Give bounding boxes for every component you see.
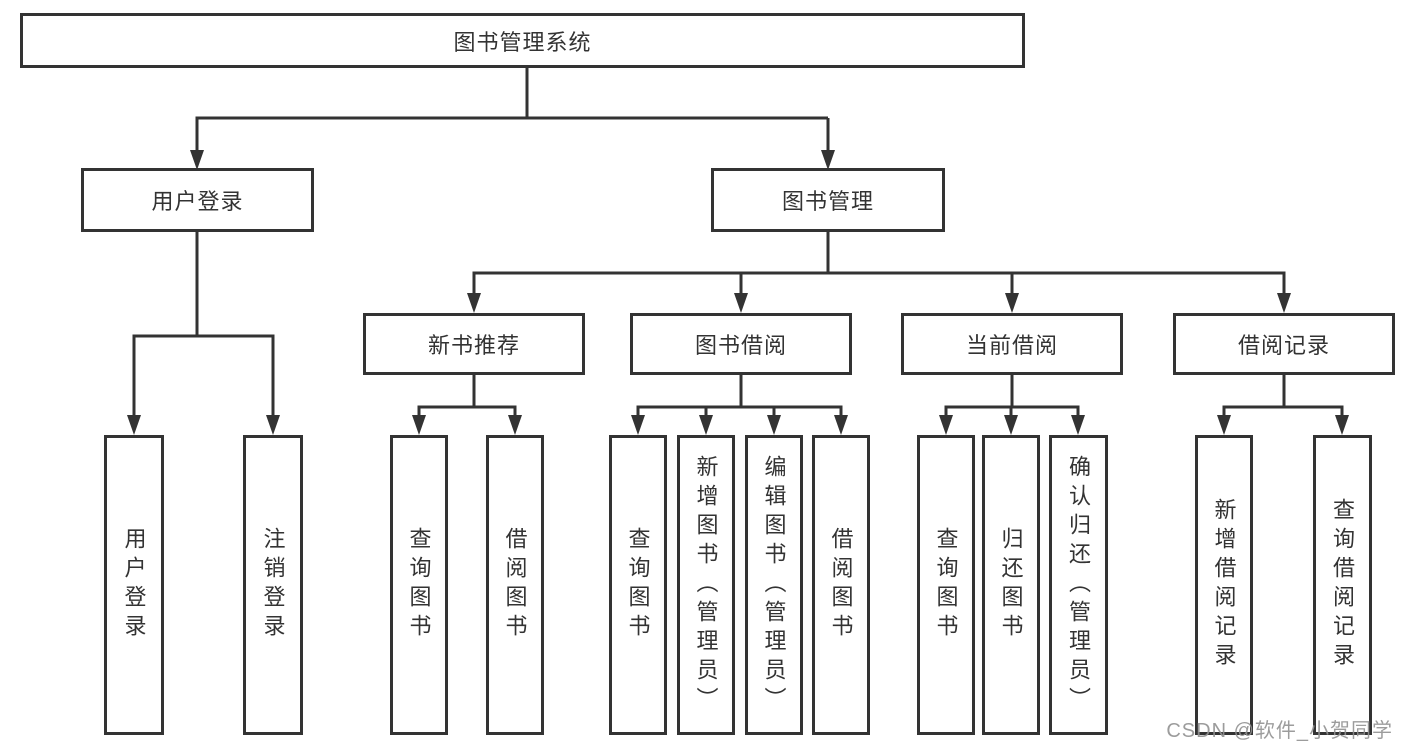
leaf-logout: 注销登录: [243, 435, 303, 735]
leaf-confirm-return-admin-label: 确认归还（管理员）: [1066, 454, 1092, 716]
node-borrow-records-label: 借阅记录: [1237, 333, 1330, 358]
leaf-recommend-query-book: 查询图书: [390, 435, 448, 735]
leaf-add-book-admin-label: 新增图书（管理员）: [693, 454, 719, 716]
node-new-book-recommend-label: 新书推荐: [427, 333, 520, 358]
node-borrow-records: 借阅记录: [1173, 313, 1395, 375]
leaf-add-borrow-record: 新增借阅记录: [1195, 435, 1253, 735]
leaf-borrow-book-label: 借阅图书: [828, 527, 854, 643]
leaf-logout-label: 注销登录: [260, 527, 286, 643]
csdn-watermark: CSDN @软件_小贺同学: [1166, 720, 1393, 742]
node-book-management-label: 图书管理: [781, 189, 874, 214]
leaf-recommend-borrow-book-label: 借阅图书: [502, 527, 528, 643]
leaf-recommend-query-book-label: 查询图书: [406, 527, 432, 643]
leaf-query-borrow-record-label: 查询借阅记录: [1330, 498, 1356, 672]
node-book-borrow-label: 图书借阅: [694, 333, 787, 358]
leaf-edit-book-admin-label: 编辑图书（管理员）: [761, 454, 787, 716]
leaf-query-borrow-record: 查询借阅记录: [1313, 435, 1372, 735]
leaf-add-borrow-record-label: 新增借阅记录: [1211, 498, 1237, 672]
leaf-user-login-label: 用户登录: [121, 527, 147, 643]
leaf-return-book: 归还图书: [982, 435, 1040, 735]
leaf-recommend-borrow-book: 借阅图书: [486, 435, 544, 735]
node-current-borrow: 当前借阅: [901, 313, 1123, 375]
node-book-management: 图书管理: [711, 168, 945, 232]
leaf-borrow-query-book: 查询图书: [609, 435, 667, 735]
leaf-add-book-admin: 新增图书（管理员）: [677, 435, 735, 735]
leaf-return-book-label: 归还图书: [998, 527, 1024, 643]
node-user-login-label: 用户登录: [151, 189, 244, 214]
leaf-borrow-query-book-label: 查询图书: [625, 527, 651, 643]
leaf-current-query-book: 查询图书: [917, 435, 975, 735]
node-root-label: 图书管理系统: [453, 29, 592, 55]
leaf-user-login: 用户登录: [104, 435, 164, 735]
node-new-book-recommend: 新书推荐: [363, 313, 585, 375]
leaf-confirm-return-admin: 确认归还（管理员）: [1049, 435, 1108, 735]
leaf-current-query-book-label: 查询图书: [933, 527, 959, 643]
leaf-borrow-book: 借阅图书: [812, 435, 870, 735]
node-current-borrow-label: 当前借阅: [965, 333, 1058, 358]
node-book-borrow: 图书借阅: [630, 313, 852, 375]
node-user-login: 用户登录: [81, 168, 314, 232]
leaf-edit-book-admin: 编辑图书（管理员）: [745, 435, 803, 735]
node-root: 图书管理系统: [20, 13, 1025, 68]
